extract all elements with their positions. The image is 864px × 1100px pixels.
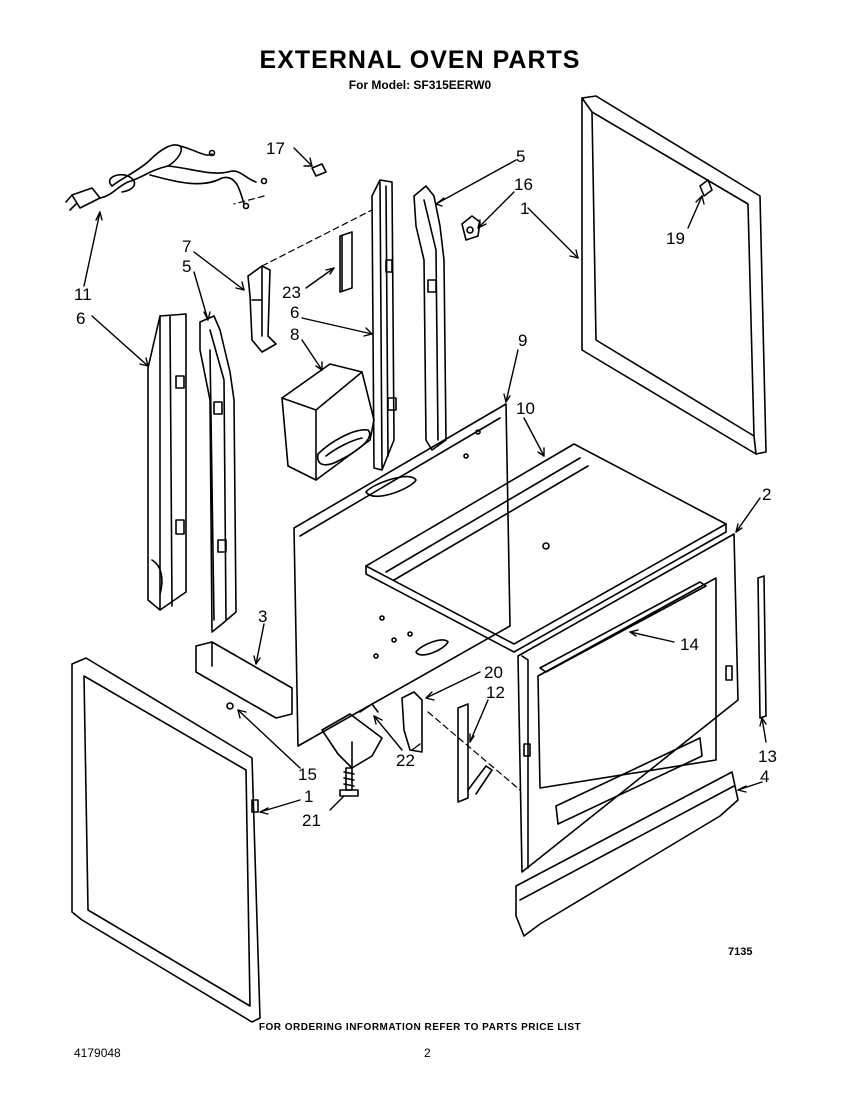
callout-11: 11 <box>74 285 92 304</box>
strip-part-23 <box>339 231 353 293</box>
callout-1-upper: 1 <box>520 199 529 218</box>
callout-14: 14 <box>680 635 699 654</box>
left-side-panel-part <box>147 313 187 611</box>
callout-5-upper: 5 <box>516 147 525 166</box>
top-panel-part <box>365 443 727 653</box>
screw-part-21 <box>339 767 359 797</box>
document-number: 4179048 <box>74 1046 121 1060</box>
callout-7: 7 <box>182 237 191 256</box>
callout-16: 16 <box>514 175 533 194</box>
front-frame-part <box>517 533 739 873</box>
callout-1-lower: 1 <box>304 787 313 806</box>
right-channel-part <box>387 185 447 451</box>
side-panel-lower-part <box>71 657 261 1023</box>
callout-3: 3 <box>258 607 267 626</box>
clip-part-16 <box>461 215 481 241</box>
assembly-lines <box>233 195 521 791</box>
callout-2: 2 <box>762 485 771 504</box>
bracket-part-7 <box>247 265 277 353</box>
callout-12: 12 <box>486 683 505 702</box>
rear-upright-part <box>371 179 395 471</box>
side-panel-upper-part <box>581 95 767 455</box>
page-title: EXTERNAL OVEN PARTS <box>259 46 581 74</box>
callout-4: 4 <box>760 767 769 786</box>
callout-6-left: 6 <box>76 309 85 328</box>
callout-13: 13 <box>758 747 777 766</box>
callout-20: 20 <box>484 663 503 682</box>
callout-10: 10 <box>516 399 535 418</box>
callout-5-left: 5 <box>182 257 191 276</box>
callout-numbers: 17 5 16 1 19 7 5 11 6 23 6 8 9 10 2 3 14… <box>74 139 777 830</box>
callout-21: 21 <box>302 811 321 830</box>
callout-22: 22 <box>396 751 415 770</box>
strip-part-14 <box>539 581 707 673</box>
bracket-part-20 <box>401 691 423 753</box>
page-number: 2 <box>424 1046 431 1060</box>
leader-lines <box>83 147 767 815</box>
model-subtitle: For Model: SF315EERW0 <box>348 78 492 92</box>
leveler-part-22 <box>321 703 383 769</box>
strip-part-13 <box>757 575 767 719</box>
callout-9: 9 <box>518 331 527 350</box>
pin-part-15 <box>226 702 234 710</box>
ordering-note: FOR ORDERING INFORMATION REFER TO PARTS … <box>258 1022 582 1033</box>
back-panel-part <box>293 403 511 747</box>
callout-6-center: 6 <box>290 303 299 322</box>
left-channel-part <box>199 315 237 633</box>
callout-17: 17 <box>266 139 285 158</box>
bottom-rail-part <box>195 641 293 719</box>
power-cord-part <box>65 144 268 211</box>
small-part-17 <box>311 163 327 177</box>
callout-23: 23 <box>282 283 301 302</box>
kick-plate-part <box>515 771 739 937</box>
figure-code: 7135 <box>728 946 753 958</box>
callout-15: 15 <box>298 765 317 784</box>
callout-8: 8 <box>290 325 299 344</box>
vent-part-8 <box>281 363 375 481</box>
callout-19: 19 <box>666 229 685 248</box>
bracket-part-12 <box>457 703 493 803</box>
